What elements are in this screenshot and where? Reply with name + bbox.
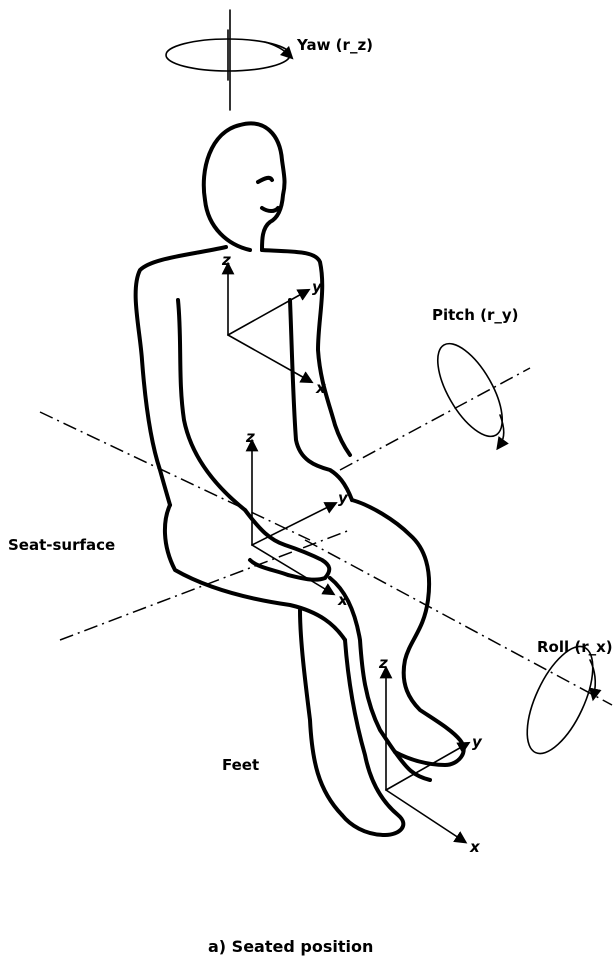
calf-outline bbox=[300, 610, 342, 815]
back-x-axis bbox=[228, 335, 308, 380]
seat-surface-label: Seat-surface bbox=[8, 536, 115, 554]
feet-z-label: z bbox=[378, 654, 388, 672]
feet-label: Feet bbox=[222, 756, 259, 774]
thigh-top bbox=[352, 500, 464, 765]
yaw-label: Yaw (r_z) bbox=[296, 36, 373, 54]
back-x-label: x bbox=[315, 379, 327, 397]
seated-human-figure bbox=[136, 123, 464, 835]
seat-z-label: z bbox=[245, 428, 255, 446]
roll-rotation-symbol bbox=[514, 637, 607, 762]
back-axes: z y x bbox=[221, 251, 327, 397]
seat-lateral-line bbox=[40, 412, 310, 540]
feet-x-label: x bbox=[469, 838, 481, 856]
seat-y-label: y bbox=[338, 489, 349, 507]
face-detail bbox=[258, 178, 278, 211]
roll-ellipse bbox=[514, 637, 607, 762]
shoulder-right bbox=[262, 250, 350, 455]
pitch-label: Pitch (r_y) bbox=[432, 306, 518, 324]
pitch-ellipse bbox=[425, 334, 515, 446]
roll-label: Roll (r_x) bbox=[537, 638, 613, 656]
seat-x-label: x bbox=[337, 591, 349, 609]
back-y-axis bbox=[228, 292, 305, 335]
reference-lines bbox=[40, 10, 612, 705]
shin-outline bbox=[342, 640, 403, 835]
figure-caption: a) Seated position bbox=[208, 937, 373, 956]
back-z-label: z bbox=[221, 251, 231, 269]
head-outline bbox=[204, 123, 285, 250]
yaw-rotation-symbol bbox=[166, 30, 290, 80]
feet-axes: z y x bbox=[378, 654, 483, 856]
arm-inner bbox=[290, 300, 352, 500]
pitch-rotation-symbol bbox=[425, 334, 515, 446]
feet-y-label: y bbox=[472, 733, 483, 751]
back-y-label: y bbox=[312, 278, 323, 296]
seat-y-axis bbox=[252, 505, 332, 545]
forearm bbox=[245, 510, 329, 580]
